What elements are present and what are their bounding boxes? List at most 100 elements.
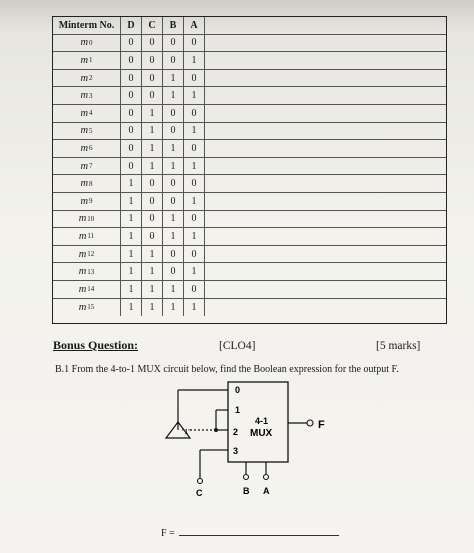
bit-cell-a: 1: [184, 228, 205, 245]
mux-input-1: 1: [235, 405, 240, 415]
empty-cell[interactable]: [205, 263, 446, 280]
empty-cell[interactable]: [205, 105, 446, 122]
minterm-symbol: m: [80, 37, 89, 49]
bit-cell-c: 1: [142, 280, 163, 298]
minterm-index: 7: [89, 162, 93, 171]
bit-cell-a: 1: [184, 263, 205, 280]
bit-cell-b: 0: [163, 192, 184, 210]
pin-b-label: B: [243, 486, 250, 496]
bit-cell-d: 0: [121, 69, 142, 87]
bit-cell-c: 1: [142, 263, 163, 280]
bit-cell-a: 0: [184, 34, 205, 52]
bit-cell-b: 1: [163, 298, 184, 317]
bit-cell-c: 0: [142, 87, 163, 104]
bit-cell-d: 0: [121, 104, 142, 122]
minterm-symbol: m: [80, 125, 89, 137]
bit-cell-b: 0: [163, 245, 184, 263]
bit-cell-a: 1: [184, 52, 205, 69]
minterm-index: 3: [89, 91, 93, 100]
empty-cell[interactable]: [205, 87, 446, 104]
bit-cell-c: 1: [142, 104, 163, 122]
mux-label-top: 4-1: [255, 416, 268, 426]
empty-cell[interactable]: [205, 35, 446, 52]
minterm-index: 13: [87, 267, 95, 276]
empty-cell[interactable]: [205, 281, 446, 298]
mux-input-2: 2: [233, 427, 238, 437]
minterm-symbol: m: [78, 213, 87, 225]
bit-cell-a: 0: [184, 175, 205, 192]
bit-cell-c: 1: [142, 122, 163, 140]
bit-cell-d: 0: [121, 140, 142, 157]
bit-cell-c: 1: [142, 157, 163, 175]
bit-cell-c: 0: [142, 192, 163, 210]
mux-input-0: 0: [235, 385, 240, 395]
empty-cell[interactable]: [205, 193, 446, 210]
buffer-label: "1": [182, 429, 191, 436]
empty-cell[interactable]: [205, 246, 446, 263]
mux-label-bottom: MUX: [250, 428, 273, 439]
bit-cell-d: 1: [121, 245, 142, 263]
bit-cell-a: 1: [184, 298, 205, 317]
empty-cell[interactable]: [205, 140, 446, 157]
header-d: D: [121, 17, 142, 34]
empty-cell[interactable]: [205, 211, 446, 228]
bit-cell-a: 1: [184, 87, 205, 104]
minterm-symbol: m: [80, 195, 89, 207]
minterm-index: 5: [89, 126, 93, 135]
minterm-index: 2: [89, 74, 93, 83]
bit-cell-c: 0: [142, 69, 163, 87]
header-minterm: Minterm No.: [53, 17, 121, 34]
empty-cell[interactable]: [205, 228, 446, 245]
empty-cell[interactable]: [205, 175, 446, 192]
bit-cell-c: 0: [142, 228, 163, 245]
bit-cell-b: 0: [163, 34, 184, 52]
bit-cell-b: 0: [163, 104, 184, 122]
bit-cell-c: 1: [142, 140, 163, 157]
header-b: B: [163, 17, 184, 34]
minterm-index: 1: [89, 56, 93, 65]
bit-cell-b: 0: [163, 175, 184, 192]
minterm-symbol: m: [80, 72, 89, 84]
bit-cell-a: 1: [184, 192, 205, 210]
bit-cell-b: 0: [163, 263, 184, 280]
minterm-symbol: m: [80, 178, 89, 190]
bit-cell-b: 1: [163, 157, 184, 175]
mux-input-3: 3: [233, 446, 238, 456]
minterm-symbol: m: [80, 160, 89, 172]
bit-cell-d: 1: [121, 210, 142, 228]
minterm-index: 14: [87, 285, 95, 294]
empty-cell[interactable]: [205, 158, 446, 175]
empty-cell[interactable]: [205, 52, 446, 69]
empty-cell[interactable]: [205, 299, 446, 317]
bit-cell-b: 1: [163, 280, 184, 298]
empty-cell[interactable]: [205, 123, 446, 140]
answer-blank[interactable]: [178, 535, 339, 536]
bit-cell-a: 0: [184, 280, 205, 298]
answer-line[interactable]: F =: [161, 528, 339, 539]
minterm-symbol: m: [80, 54, 89, 66]
bit-cell-d: 0: [121, 34, 142, 52]
empty-cell[interactable]: [205, 70, 446, 87]
bit-cell-c: 0: [142, 34, 163, 52]
bit-cell-d: 1: [121, 175, 142, 192]
pin-c-label: C: [196, 488, 203, 498]
